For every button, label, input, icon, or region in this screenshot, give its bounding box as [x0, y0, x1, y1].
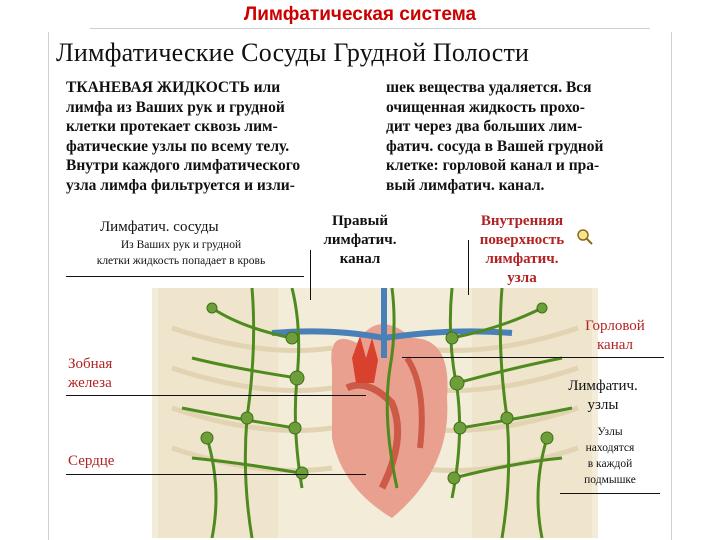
label-inner-surface: Внутренняя поверхность лимфатич. узла — [479, 213, 565, 286]
left-chest-tissue — [158, 288, 278, 538]
text-line: фатич. сосуда в Вашей грудной — [386, 137, 604, 155]
label-lymph-nodes: Лимфатич. узлы — [568, 378, 638, 413]
pointer-line — [66, 395, 366, 396]
lymph-nodes — [200, 302, 554, 485]
text-line: дит через два больших лим- — [386, 118, 583, 135]
text-line: шек вещества удаляется. Вся — [386, 79, 592, 96]
text-line: клетки протекает сквозь лим- — [66, 118, 278, 135]
text-line: лимфа из Ваших рук и грудной — [66, 98, 285, 116]
text-line: клетке: горловой канал и пра- — [386, 157, 600, 174]
pointer-line — [310, 250, 311, 300]
title-divider — [90, 28, 650, 29]
page-heading: Лимфатические Сосуды Грудной Полости — [56, 38, 530, 67]
label-nodes-desc: Узлы находятся в каждой подмышке — [584, 426, 636, 486]
pointer-line — [468, 240, 469, 295]
thymus-gland — [352, 336, 378, 383]
slide-title: Лимфатическая система — [243, 4, 477, 25]
pointer-line — [66, 474, 366, 475]
pointer-line — [66, 276, 304, 277]
label-right-duct: Правый лимфатич. канал — [323, 213, 397, 267]
text-line: фатические узлы по всему телу. — [66, 137, 290, 155]
label-lymph-vessels-desc: Из Ваших рук и грудной клетки жидкость п… — [96, 239, 266, 267]
text-line: очищенная жидкость прохо- — [386, 98, 585, 116]
thorax-lymph-illustration — [152, 288, 598, 538]
label-heart: Сердце — [68, 453, 115, 469]
label-thymus: Зобная железа — [68, 356, 113, 391]
label-throat-duct: Горловой канал — [585, 318, 645, 353]
pointer-line — [560, 493, 660, 494]
text-line: ТКАНЕВАЯ ЖИДКОСТЬ или — [66, 79, 281, 96]
right-paragraph: шек вещества удаляется. Вся очищенная жи… — [386, 78, 603, 195]
label-lymph-vessels: Лимфатич. сосуды — [100, 219, 219, 235]
text-line: Внутри каждого лимфатического — [66, 157, 301, 174]
text-line: узла лимфа фильтруется и изли- — [66, 176, 295, 194]
text-line: вый лимфатич. канал. — [386, 176, 545, 194]
left-paragraph: ТКАНЕВАЯ ЖИДКОСТЬ или лимфа из Ваших рук… — [66, 78, 300, 195]
pointer-line — [402, 357, 664, 358]
magnifier-icon — [576, 228, 594, 246]
